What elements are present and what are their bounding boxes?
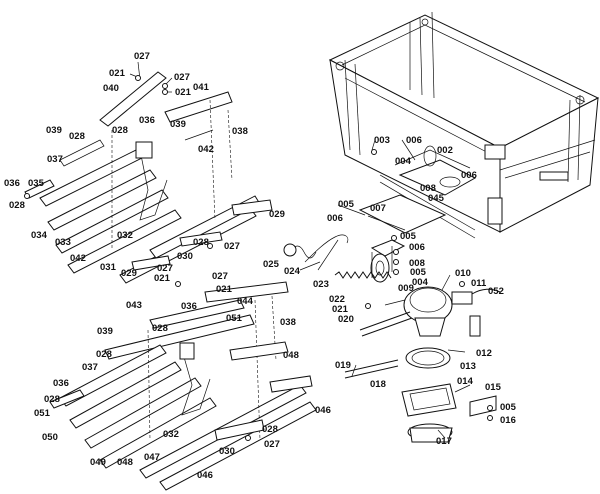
drive-plate bbox=[358, 145, 477, 234]
part-label: 030 bbox=[177, 251, 193, 262]
part-label: 039 bbox=[46, 125, 62, 136]
part-label: 017 bbox=[436, 436, 452, 447]
part-label: 004 bbox=[395, 156, 412, 167]
part-label: 013 bbox=[460, 361, 476, 372]
part-label: 023 bbox=[313, 279, 329, 290]
part-label: 043 bbox=[126, 300, 142, 311]
part-label: 037 bbox=[47, 154, 63, 165]
part-label: 044 bbox=[237, 296, 254, 307]
part-label: 034 bbox=[31, 230, 48, 241]
part-label: 036 bbox=[4, 178, 20, 189]
hopper bbox=[328, 11, 600, 239]
part-label: 014 bbox=[457, 376, 474, 387]
part-label: 036 bbox=[139, 115, 155, 126]
part-label: 029 bbox=[269, 209, 285, 220]
part-label: 042 bbox=[70, 253, 86, 264]
part-label: 035 bbox=[28, 178, 45, 189]
part-label: 004 bbox=[412, 277, 429, 288]
part-label: 028 bbox=[69, 131, 85, 142]
part-label: 028 bbox=[9, 200, 25, 211]
part-label: 021 bbox=[332, 304, 349, 315]
part-labels: 027 021 040 027 021 041 039 028 036 039 … bbox=[4, 51, 517, 481]
part-label: 027 bbox=[212, 271, 228, 282]
part-label: 039 bbox=[97, 326, 113, 337]
part-label: 045 bbox=[428, 193, 445, 204]
part-label: 051 bbox=[34, 408, 51, 419]
part-label: 015 bbox=[485, 382, 502, 393]
part-label: 028 bbox=[152, 323, 168, 334]
part-label: 027 bbox=[157, 263, 173, 274]
part-label: 010 bbox=[455, 268, 471, 279]
part-label: 022 bbox=[329, 294, 345, 305]
part-label: 027 bbox=[174, 72, 190, 83]
part-label: 032 bbox=[117, 230, 133, 241]
part-label: 005 bbox=[410, 267, 427, 278]
part-label: 028 bbox=[112, 125, 128, 136]
part-label: 046 bbox=[315, 405, 331, 416]
part-label: 005 bbox=[338, 199, 355, 210]
part-label: 039 bbox=[170, 119, 186, 130]
part-label: 005 bbox=[400, 231, 417, 242]
part-label: 006 bbox=[461, 170, 477, 181]
part-label: 027 bbox=[134, 51, 150, 62]
part-label: 051 bbox=[226, 313, 243, 324]
part-label: 037 bbox=[82, 362, 98, 373]
part-label: 016 bbox=[500, 415, 516, 426]
part-label: 033 bbox=[55, 237, 71, 248]
part-label: 018 bbox=[370, 379, 386, 390]
part-label: 020 bbox=[338, 314, 354, 325]
part-label: 006 bbox=[327, 213, 343, 224]
part-label: 041 bbox=[193, 82, 210, 93]
part-label: 028 bbox=[96, 349, 112, 360]
part-label: 008 bbox=[409, 258, 425, 269]
part-label: 006 bbox=[409, 242, 425, 253]
part-label: 040 bbox=[103, 83, 119, 94]
part-label: 007 bbox=[370, 203, 386, 214]
part-label: 019 bbox=[335, 360, 351, 371]
part-label: 021 bbox=[175, 87, 192, 98]
part-label: 027 bbox=[224, 241, 240, 252]
part-label: 027 bbox=[264, 439, 280, 450]
part-label: 038 bbox=[232, 126, 248, 137]
part-label: 048 bbox=[283, 350, 299, 361]
part-label: 028 bbox=[193, 237, 209, 248]
upper-chute-frame bbox=[24, 71, 273, 284]
part-label: 011 bbox=[471, 278, 487, 289]
part-label: 003 bbox=[374, 135, 390, 146]
part-label: 005 bbox=[500, 402, 517, 413]
part-label: 052 bbox=[488, 286, 504, 297]
part-label: 028 bbox=[262, 424, 278, 435]
part-label: 032 bbox=[163, 429, 179, 440]
part-label: 006 bbox=[406, 135, 422, 146]
part-label: 029 bbox=[121, 268, 137, 279]
part-label: 036 bbox=[181, 301, 197, 312]
fasteners bbox=[24, 75, 493, 441]
part-label: 048 bbox=[117, 457, 133, 468]
part-label: 038 bbox=[280, 317, 296, 328]
part-label: 008 bbox=[420, 183, 436, 194]
part-label: 021 bbox=[109, 68, 126, 79]
part-label: 036 bbox=[53, 378, 69, 389]
part-label: 002 bbox=[437, 145, 453, 156]
spring-assembly bbox=[283, 234, 392, 279]
part-label: 030 bbox=[219, 446, 235, 457]
part-label: 028 bbox=[44, 394, 60, 405]
lower-chute-frame bbox=[49, 281, 317, 491]
part-label: 047 bbox=[144, 452, 160, 463]
part-label: 050 bbox=[42, 432, 58, 443]
gearbox bbox=[344, 286, 501, 443]
part-label: 021 bbox=[154, 273, 171, 284]
part-label: 049 bbox=[90, 457, 106, 468]
part-label: 009 bbox=[398, 283, 414, 294]
part-label: 024 bbox=[284, 266, 301, 277]
part-label: 031 bbox=[100, 262, 117, 273]
part-label: 012 bbox=[476, 348, 492, 359]
part-label: 021 bbox=[216, 284, 233, 295]
part-label: 025 bbox=[263, 259, 280, 270]
part-label: 042 bbox=[198, 144, 214, 155]
part-label: 046 bbox=[197, 470, 213, 481]
